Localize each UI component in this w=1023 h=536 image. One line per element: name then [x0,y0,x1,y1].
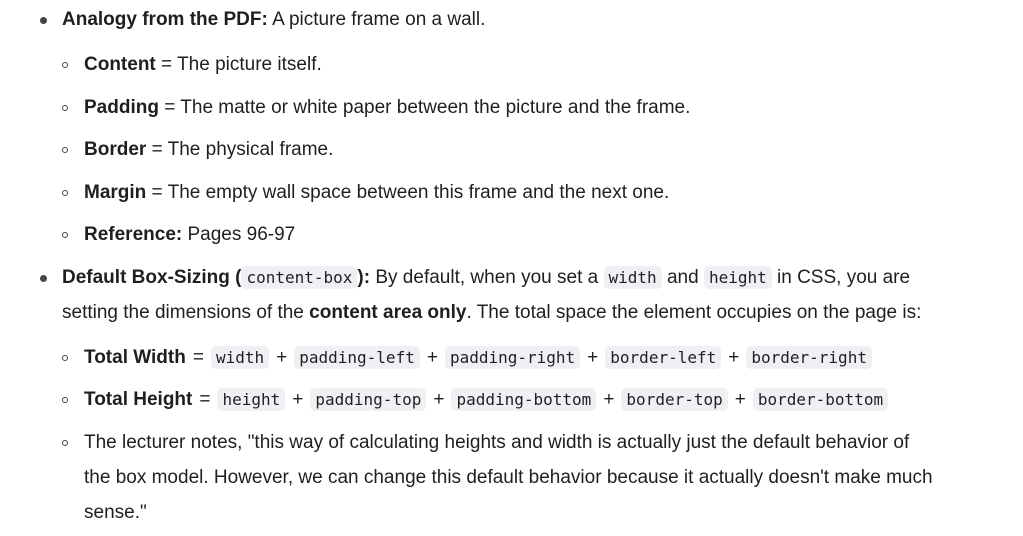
sub-bullet-circle [62,147,68,153]
formula-plus: + [728,347,740,368]
formula-plus: + [426,347,438,368]
sub-bullet-circle [62,105,68,111]
formula-term: border-left [605,346,722,369]
item-sep: = [155,54,178,75]
formula-plus: + [433,389,445,410]
sizing-text: By default, when you set a [370,267,604,288]
sizing-label-end: ): [357,267,371,288]
inline-code: height [703,266,772,289]
inline-code: content-box [241,266,358,289]
formula-term: padding-left [294,346,420,369]
analogy-item-content: Content = The picture itself. [84,52,322,78]
analogy-item-padding: Padding = The matte or white paper betwe… [84,95,690,121]
formula-term: border-bottom [752,388,889,411]
analogy-label: Analogy from the PDF: [62,9,268,30]
lecturer-note-line-1: The lecturer notes, "this way of calcula… [84,432,910,453]
item-term: Margin [84,182,147,203]
analogy-item-reference: Reference: Pages 96-97 [84,222,295,248]
analogy-line: Analogy from the PDF: A picture frame on… [62,7,485,33]
sizing-text: setting the dimensions of the [62,302,310,323]
sub-bullet-circle [62,355,68,361]
sub-bullet-circle [62,190,68,196]
total-width-formula: Total Width = width + padding-left + padding-r… [84,345,872,371]
bullet-dot [40,275,47,282]
lecturer-note-line-3: sense." [84,502,147,523]
sizing-emphasis: content area only [309,302,467,323]
item-text: The empty wall space between this frame … [167,182,670,203]
sizing-text: and [661,267,704,288]
item-sep: = [146,182,168,203]
formula-plus: + [587,347,599,368]
item-text: The physical frame. [167,139,334,160]
item-term: Content [84,54,156,75]
formula-term: padding-top [310,388,427,411]
item-sep: = [146,139,168,160]
formula-equals: = [192,347,204,368]
item-term: Reference: [84,224,183,245]
formula-label: Total Height [84,389,193,410]
bullet-dot [40,17,47,24]
total-height-formula: Total Height = height + padding-top + padding-… [84,387,889,413]
formula-term: height [217,388,286,411]
formula-term: border-right [746,346,872,369]
sub-bullet-circle [62,440,68,446]
formula-plus: + [276,347,288,368]
sizing-line-1: Default Box-Sizing (content-box): By def… [62,265,910,291]
sizing-label-start: Default Box-Sizing ( [62,267,242,288]
item-text: The picture itself. [177,54,322,75]
sizing-line-2: setting the dimensions of the content ar… [62,300,921,326]
formula-term: border-top [621,388,728,411]
formula-term: padding-right [444,346,581,369]
sizing-text: . The total space the element occupies o… [466,302,922,323]
analogy-item-margin: Margin = The empty wall space between th… [84,180,669,206]
item-text: The matte or white paper between the pic… [180,97,691,118]
formula-equals: = [199,389,211,410]
item-term: Padding [84,97,159,118]
formula-plus: + [734,389,746,410]
sub-bullet-circle [62,397,68,403]
sub-bullet-circle [62,62,68,68]
item-text: Pages 96-97 [187,224,296,245]
lecturer-note-line-2: the box model. However, we can change th… [84,467,933,488]
formula-plus: + [292,389,304,410]
sizing-text: in CSS, you are [771,267,911,288]
formula-term: padding-bottom [451,388,597,411]
formula-label: Total Width [84,347,186,368]
formula-plus: + [603,389,615,410]
analogy-text: A picture frame on a wall. [267,9,486,30]
sub-bullet-circle [62,232,68,238]
item-sep: = [158,97,181,118]
analogy-item-border: Border = The physical frame. [84,137,333,163]
item-term: Border [84,139,147,160]
inline-code: width [603,266,662,289]
formula-term: width [210,346,270,369]
